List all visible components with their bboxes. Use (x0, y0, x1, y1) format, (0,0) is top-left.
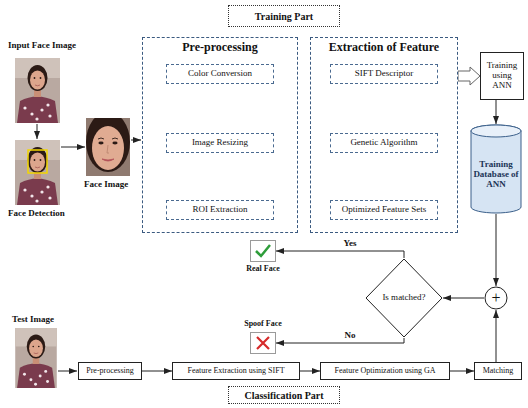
process-box: Color Conversion (166, 64, 274, 84)
node-outline (250, 240, 276, 262)
node-label: SIFT Descriptor (355, 69, 414, 79)
flow-arrow (450, 371, 474, 372)
flow-arrow (496, 310, 497, 362)
node-outline (250, 332, 276, 354)
section-title-box: Training Part (228, 5, 340, 27)
node-label: Optimized Feature Sets (342, 205, 426, 215)
flow-arrow (300, 371, 320, 372)
flow-arrow (496, 100, 497, 124)
node-label: Feature Extraction using SIFT (187, 367, 284, 376)
face-crop-photo (86, 112, 130, 176)
node-label: Classification Part (244, 390, 323, 401)
process-box: Pre-processing (78, 362, 142, 380)
flow-arrow (37, 124, 38, 139)
detection-photo (15, 140, 60, 205)
decision-diamond: Is matched? (365, 258, 443, 338)
input-face-photo (15, 58, 60, 123)
node-label: Is matched? (382, 293, 425, 303)
flow-arrow (458, 67, 480, 85)
check-mark (256, 245, 270, 256)
node-label: Training Part (255, 11, 313, 22)
node-label: Image Resizing (192, 138, 248, 148)
node-label: Spoof Face (244, 320, 282, 329)
node-label: Feature Optimization using GA (334, 367, 435, 376)
process-box: SIFT Descriptor (330, 64, 438, 84)
node-label: Pre-processing (86, 367, 134, 376)
process-box: Optimized Feature Sets (330, 200, 438, 220)
detection-box (28, 150, 47, 173)
cross-mark (257, 337, 269, 349)
test-photo (15, 328, 57, 388)
group-heading: Pre-processing (143, 38, 297, 54)
node-label: Training using ANN (484, 61, 520, 91)
edge-label: No (343, 331, 358, 341)
process-box: Training using ANN (480, 52, 524, 100)
node-label: Training Database of ANN (473, 160, 519, 190)
process-box: Feature Optimization using GA (320, 362, 450, 380)
process-box: Matching (474, 362, 522, 380)
process-box: Image Resizing (166, 133, 274, 153)
flow-arrow (496, 214, 497, 286)
node-label: Matching (483, 367, 514, 376)
stage-group: Pre-processingColor ConversionImage Resi… (142, 37, 298, 233)
flow-arrow (276, 251, 404, 258)
process-box: ROI Extraction (166, 200, 274, 220)
flow-arrow (443, 298, 484, 299)
node-label: Real Face (246, 265, 280, 274)
flow-arrow (61, 147, 85, 148)
flow-arrow (131, 140, 141, 141)
database-cylinder: Training Database of ANN (470, 124, 522, 214)
image-caption: Face Image (84, 179, 128, 189)
image-caption: Input Face Image (8, 40, 76, 50)
result-icon: Real Face (250, 240, 276, 262)
flow-arrow (142, 371, 172, 372)
group-heading: Extraction of Feature (311, 38, 457, 54)
image-caption: Test Image (12, 314, 54, 324)
result-icon: Spoof Face (250, 332, 276, 354)
stage-group: Extraction of FeatureSIFT DescriptorGene… (310, 37, 458, 233)
flow-arrow (58, 371, 77, 372)
node-label: Color Conversion (188, 69, 252, 79)
edge-label: Yes (342, 239, 359, 249)
node-label: + (491, 289, 500, 307)
flow-arrow (276, 338, 404, 343)
image-caption: Face Detection (8, 208, 65, 218)
process-box: Genetic Algorithm (330, 133, 438, 153)
process-box: Feature Extraction using SIFT (172, 362, 300, 380)
node-label: Genetic Algorithm (350, 138, 417, 148)
sum-circle: + (484, 286, 508, 310)
section-title-box: Classification Part (228, 386, 340, 404)
node-label: ROI Extraction (192, 205, 247, 215)
